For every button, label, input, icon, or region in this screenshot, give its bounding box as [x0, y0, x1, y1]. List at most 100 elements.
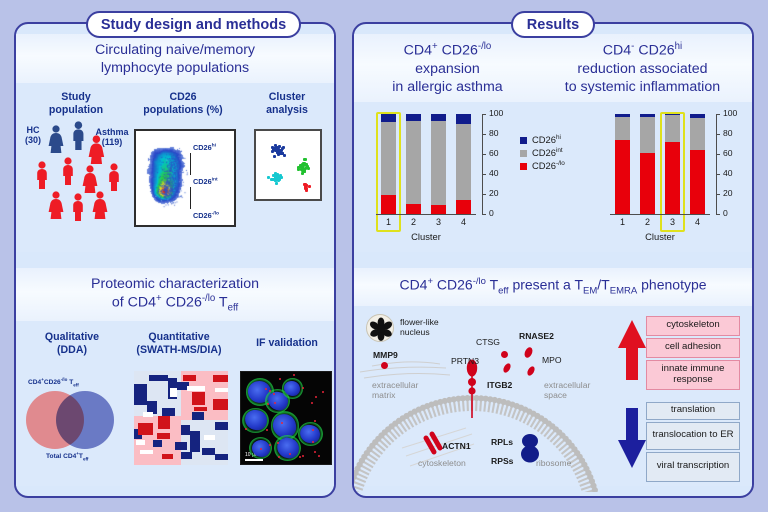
hc-person-2: [70, 121, 87, 150]
venn-label-top: CD4+CD26-/lo Teff: [28, 377, 79, 388]
protein-label-prtn3: PRTN3: [451, 356, 479, 366]
colhead-study-population-l1: Study: [28, 91, 124, 104]
dh-p6: phenotype: [637, 277, 706, 293]
protein-label-rnase2: RNASE2: [519, 331, 554, 341]
up-arrow-icon: [618, 320, 646, 380]
colhead-study-population-l2: population: [28, 104, 124, 117]
segment-CD26-/lo: [456, 200, 471, 214]
segment-CD26-/lo: [640, 153, 655, 214]
asthma-label: Asthma (119): [92, 127, 132, 148]
colhead-cd26-populations-l1: CD26: [128, 91, 238, 104]
chart-right-heading-l2: reduction associated: [537, 60, 748, 78]
study-design-title-pill: Study design and methods: [86, 11, 301, 38]
asthma-person-7: [70, 193, 86, 221]
section1-heading-line1: Circulating naive/memory: [20, 41, 330, 59]
heatmap-cell: [175, 442, 186, 450]
bar-cluster-2: [640, 114, 655, 214]
granule-mmp9: [381, 362, 388, 369]
upregulated-box-3: innate immune response: [646, 360, 740, 390]
lipid-bilayer: [354, 394, 603, 491]
hc-label-l1: HC: [22, 125, 44, 135]
venn-label-bottom: Total CD4+Teff: [46, 451, 88, 462]
chart-right-heading-l1: CD4- CD26hi: [537, 41, 748, 60]
gate-label-cd26lo-base: CD26: [193, 211, 212, 220]
dh-p1: CD4: [399, 277, 427, 293]
heatmap-cell: [215, 454, 228, 461]
venn-diagram: CD4+CD26-/lo Teff Total CD4+Teff: [26, 373, 122, 465]
protein-label-itgb2: ITGB2: [487, 380, 512, 390]
ytick-mark-0: [716, 214, 720, 215]
ytick-mark-80: [482, 134, 486, 135]
itgb2-domain-2: [468, 378, 476, 386]
heatmap-cell: [138, 423, 153, 434]
asthma-person-8: [92, 191, 108, 219]
cell-marker-dot: [299, 456, 301, 458]
ytick-label-100: 100: [489, 108, 503, 118]
gate-label-cd26int-base: CD26: [193, 177, 212, 186]
person-glyph: [82, 165, 98, 193]
hc-label-l2: (30): [22, 135, 44, 145]
swath-heatmap: [134, 371, 228, 465]
protein-label-ctsg: CTSG: [476, 337, 500, 347]
colhead-cluster-analysis: Cluster analysis: [248, 91, 326, 116]
scalebar-line: [245, 459, 263, 461]
flower-like-nucleus-icon: [366, 314, 394, 342]
heatmap-cell: [158, 416, 169, 429]
downregulated-box-2: translocation to ER: [646, 422, 740, 450]
dh-b3: EMRA: [610, 285, 638, 296]
xtick-cluster-2: 2: [635, 217, 660, 227]
cell-marker-dot: [274, 402, 276, 404]
ecm-label-l2: matrix: [372, 390, 418, 400]
ecs-label-l2: space: [544, 390, 590, 400]
colhead-quantitative: Quantitative (SWATH-MS/DIA): [120, 331, 238, 356]
xtick-cluster-3: 3: [426, 217, 451, 227]
cell-marker-dot: [281, 422, 283, 424]
segment-CD26-/lo: [431, 205, 446, 214]
legend-label: CD26hi: [532, 134, 561, 145]
cell-diagram: flower-like nucleus MMP9 CTSG RNASE2 PRT…: [354, 306, 752, 492]
heatmap-cell: [162, 408, 175, 416]
segment-CD26-/lo: [406, 204, 421, 214]
cell-marker-dot: [269, 444, 271, 446]
heatmap-cell: [183, 375, 196, 382]
cluster-point-1: [273, 155, 276, 158]
chart-right-heading: CD4- CD26hi reduction associated to syst…: [537, 41, 748, 96]
ecm-fibre-2: [364, 373, 450, 377]
ecm-label-l1: extracellular: [372, 380, 418, 390]
segment-CD26int: [615, 117, 630, 140]
section2-body: Qualitative (DDA) Quantitative (SWATH-MS…: [16, 321, 334, 481]
segment-CD26-/lo: [615, 140, 630, 214]
person-glyph: [48, 125, 64, 153]
segment-CD26hi: [431, 114, 446, 121]
colhead-qualitative: Qualitative (DDA): [22, 331, 122, 356]
cell-marker-dot: [302, 455, 304, 457]
y-axis-line: [482, 114, 483, 214]
ytick-label-60: 60: [489, 148, 499, 158]
diagram-heading: CD4+ CD26-/lo Teff present a TEM/TEMRA p…: [354, 268, 752, 306]
ytick-mark-80: [716, 134, 720, 135]
section-cd26-clusters: CD4+ CD26-/lo expansion in allergic asth…: [354, 34, 752, 252]
ytick-label-80: 80: [489, 128, 499, 138]
charts-heading: CD4+ CD26-/lo expansion in allergic asth…: [354, 34, 752, 102]
heatmap-cell: [181, 452, 192, 460]
segment-CD26int: [406, 121, 421, 204]
nucleus-lobes: [367, 315, 395, 343]
colhead-cluster-analysis-l1: Cluster: [248, 91, 326, 104]
asthma-person-6: [48, 191, 64, 219]
protein-label-actn1: ACTN1: [442, 441, 471, 451]
heatmap-cell: [215, 388, 228, 393]
cell-marker-dot: [266, 429, 268, 431]
x-axis-line: [610, 214, 710, 215]
segment-CD26-/lo: [690, 150, 705, 214]
heatmap-cell: [190, 431, 199, 452]
chart-legend: CD26hiCD26intCD26-/lo: [520, 134, 598, 173]
cell-marker-dot: [273, 393, 275, 395]
dh-p2: CD26: [433, 277, 473, 293]
chart-right-heading-l3: to systemic inflammation: [537, 78, 748, 96]
heatmap-cell: [134, 384, 147, 405]
ytick-mark-100: [716, 114, 720, 115]
cluster-point-2: [267, 176, 270, 179]
segment-CD26hi: [406, 114, 421, 121]
cluster-point-1: [271, 150, 274, 153]
segment-CD26hi: [640, 114, 655, 117]
